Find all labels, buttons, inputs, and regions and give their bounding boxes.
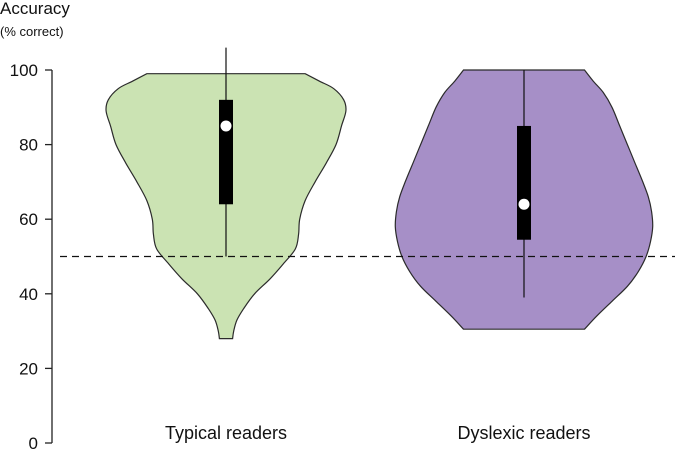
y-axis: 0 20 40 60 80 100 (10, 61, 53, 453)
y-axis-title: Accuracy (0, 0, 70, 18)
category-labels: Typical readers Dyslexic readers (165, 423, 591, 443)
iqr-box (517, 125, 531, 240)
median-dot (220, 120, 232, 132)
category-label: Dyslexic readers (457, 423, 590, 443)
y-tick-label: 20 (19, 359, 38, 378)
y-axis-unit: (% correct) (0, 24, 64, 39)
y-tick-label: 80 (19, 136, 38, 155)
median-dot (518, 198, 530, 210)
y-tick-label: 100 (10, 61, 38, 80)
y-tick-label: 40 (19, 285, 38, 304)
iqr-box (219, 99, 233, 205)
plot-area (105, 47, 654, 340)
y-tick-label: 60 (19, 210, 38, 229)
violin-dyslexic-readers (394, 69, 654, 330)
violin-typical-readers (105, 47, 347, 340)
category-label: Typical readers (165, 423, 287, 443)
y-tick-label: 0 (29, 434, 38, 453)
